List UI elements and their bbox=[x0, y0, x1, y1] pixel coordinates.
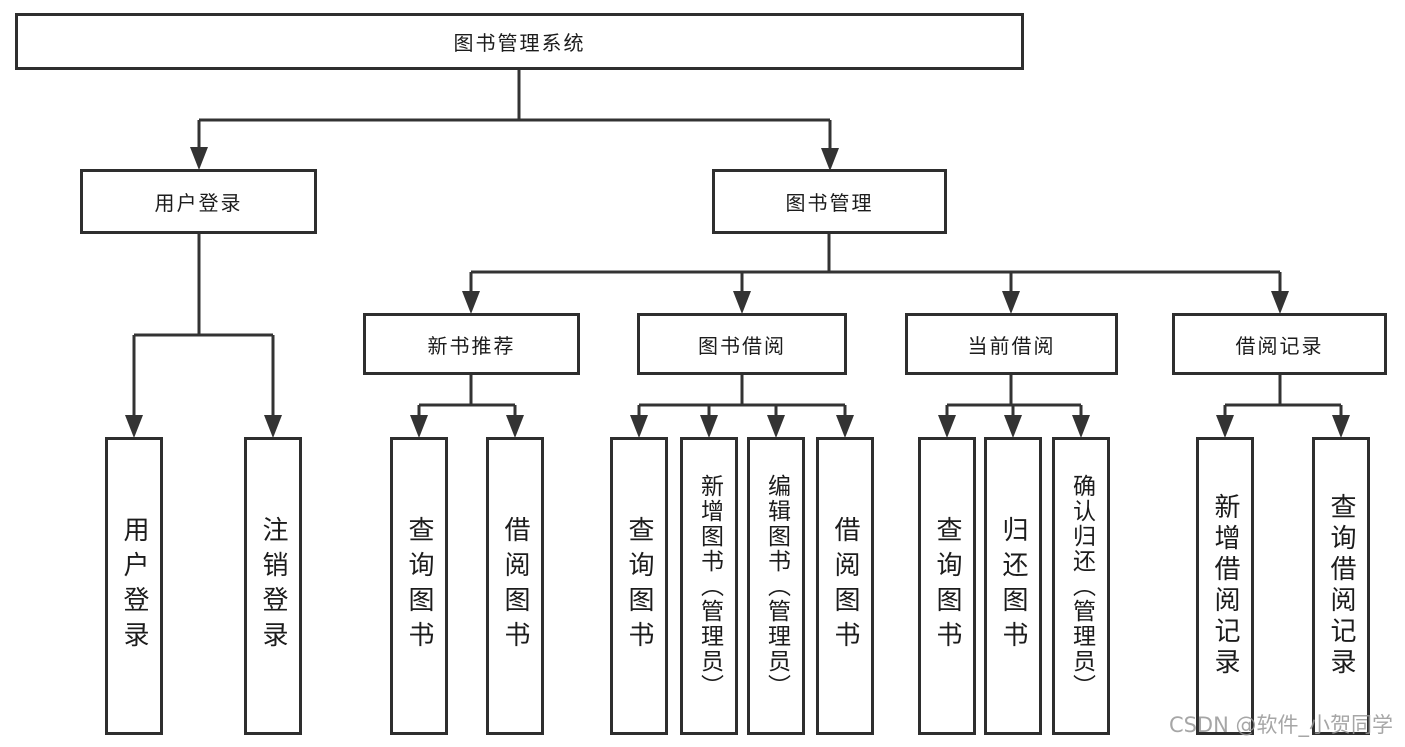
arrowhead bbox=[462, 291, 480, 314]
leaf-label: 借阅图书 bbox=[830, 516, 860, 656]
leaf-confirm-return-admin: 确认归还（管理员） bbox=[1052, 437, 1110, 735]
arrowhead bbox=[1332, 415, 1350, 438]
node-library-management-system: 图书管理系统 bbox=[15, 13, 1024, 70]
leaf-label: 用户登录 bbox=[119, 516, 149, 656]
leaf-label: 注销登录 bbox=[258, 516, 288, 656]
leaf-query-books-current: 查询图书 bbox=[918, 437, 976, 735]
arrowhead bbox=[630, 415, 648, 438]
arrowheads bbox=[125, 147, 1350, 438]
node-label: 图书管理 bbox=[785, 191, 874, 215]
node-new-book-recommendation: 新书推荐 bbox=[363, 313, 580, 375]
leaf-label: 归还图书 bbox=[998, 516, 1028, 656]
node-label: 图书借阅 bbox=[698, 333, 786, 358]
connector-lines bbox=[132, 70, 1343, 418]
leaf-add-books-admin: 新增图书（管理员） bbox=[680, 437, 738, 735]
arrowhead bbox=[1004, 415, 1022, 438]
node-current-borrowing: 当前借阅 bbox=[905, 313, 1118, 375]
arrowhead bbox=[1002, 291, 1020, 314]
watermark: CSDN @软件_小贺同学 bbox=[1168, 713, 1393, 737]
leaf-label: 查询借阅记录 bbox=[1326, 493, 1356, 679]
arrowhead bbox=[1216, 415, 1234, 438]
leaf-label: 新增图书（管理员） bbox=[696, 473, 723, 699]
leaf-add-borrow-record: 新增借阅记录 bbox=[1196, 437, 1254, 735]
node-label: 图书管理系统 bbox=[453, 31, 586, 55]
leaf-label: 借阅图书 bbox=[500, 516, 530, 656]
arrowhead bbox=[1072, 415, 1090, 438]
node-book-borrowing: 图书借阅 bbox=[637, 313, 847, 375]
arrowhead bbox=[190, 147, 208, 170]
arrowhead bbox=[1271, 291, 1289, 314]
node-book-management: 图书管理 bbox=[712, 169, 947, 234]
arrowhead bbox=[410, 415, 428, 438]
leaf-label: 查询图书 bbox=[624, 516, 654, 656]
arrowhead bbox=[264, 415, 282, 438]
arrowhead bbox=[938, 415, 956, 438]
leaf-label: 编辑图书（管理员） bbox=[763, 473, 790, 699]
node-label: 当前借阅 bbox=[967, 333, 1056, 358]
arrowhead bbox=[821, 148, 839, 171]
leaf-borrow-books-recommend: 借阅图书 bbox=[486, 437, 544, 735]
node-label: 用户登录 bbox=[154, 191, 243, 215]
leaf-borrow-books: 借阅图书 bbox=[816, 437, 874, 735]
node-borrowing-records: 借阅记录 bbox=[1172, 313, 1387, 375]
leaf-query-books-borrow: 查询图书 bbox=[610, 437, 668, 735]
arrowhead bbox=[836, 415, 854, 438]
leaf-query-borrow-record: 查询借阅记录 bbox=[1312, 437, 1370, 735]
leaf-edit-books-admin: 编辑图书（管理员） bbox=[747, 437, 805, 735]
arrowhead bbox=[506, 415, 524, 438]
leaf-label: 新增借阅记录 bbox=[1210, 493, 1240, 679]
arrowhead bbox=[125, 415, 143, 438]
leaf-user-login: 用户登录 bbox=[105, 437, 163, 735]
leaf-query-books-recommend: 查询图书 bbox=[390, 437, 448, 735]
leaf-label: 查询图书 bbox=[932, 516, 962, 656]
leaf-label: 查询图书 bbox=[404, 516, 434, 656]
leaf-return-books: 归还图书 bbox=[984, 437, 1042, 735]
node-user-login: 用户登录 bbox=[80, 169, 317, 234]
node-label: 新书推荐 bbox=[427, 333, 516, 358]
leaf-label: 确认归还（管理员） bbox=[1068, 473, 1095, 699]
arrowhead bbox=[733, 291, 751, 314]
node-label: 借阅记录 bbox=[1235, 333, 1324, 358]
leaf-logout: 注销登录 bbox=[244, 437, 302, 735]
arrowhead bbox=[767, 415, 785, 438]
arrowhead bbox=[700, 415, 718, 438]
